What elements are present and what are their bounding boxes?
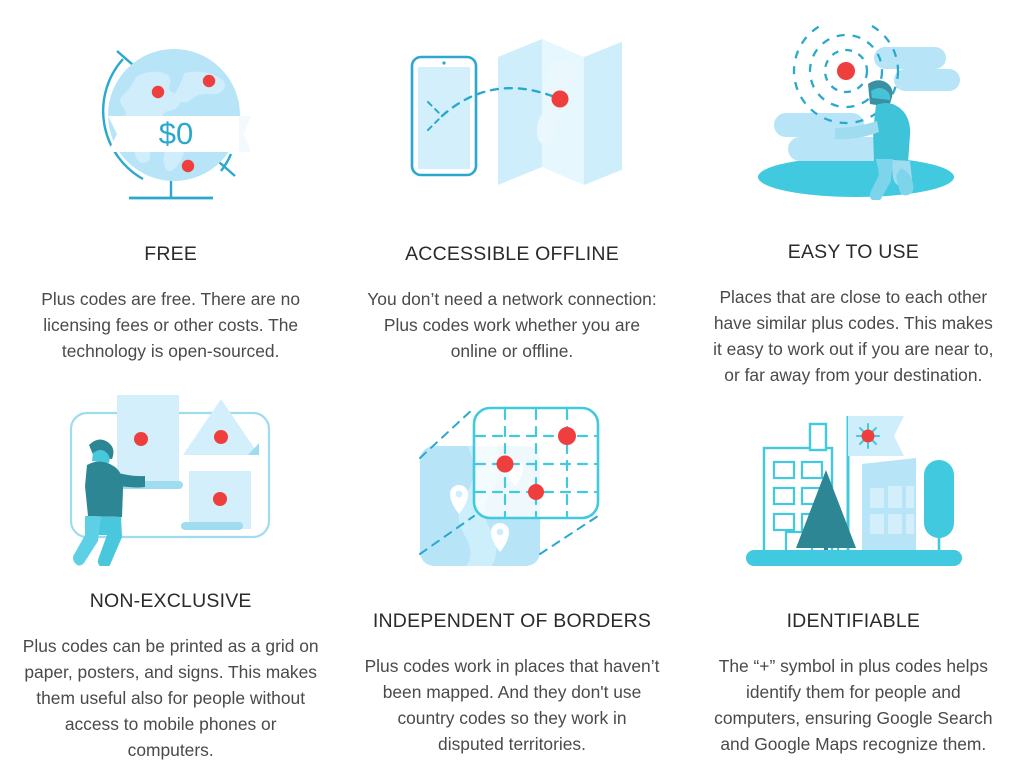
cityscape-flag-icon (705, 389, 1002, 589)
card-body: Plus codes can be printed as a grid on p… (22, 636, 319, 761)
map-dot (496, 455, 514, 472)
card-body: Plus codes are free. There are no licens… (41, 289, 301, 362)
map-grid-overlay-icon (363, 389, 660, 589)
feature-card-accessible-offline: ACCESSIBLE OFFLINE You don’t need a netw… (341, 14, 682, 389)
feature-card-independent-of-borders: INDEPENDENT OF BORDERS Plus codes work i… (341, 389, 682, 764)
globe-dollar-icon: $0 (22, 14, 319, 214)
map-dot (213, 492, 228, 507)
feature-card-identifiable: IDENTIFIABLE The “+” symbol in plus code… (683, 389, 1024, 764)
feature-card-easy-to-use: EASY TO USE Places that are close to eac… (683, 14, 1024, 389)
card-title: FREE (144, 243, 198, 265)
map-dot (181, 159, 194, 173)
map-dot (557, 426, 576, 445)
person-signs-icon (22, 389, 319, 569)
person-target-icon (705, 14, 1002, 212)
map-dot (551, 90, 569, 107)
card-title: IDENTIFIABLE (786, 610, 921, 632)
map-dot (202, 74, 215, 88)
phone-to-map-icon (363, 14, 660, 214)
card-title: ACCESSIBLE OFFLINE (405, 243, 619, 265)
map-dot (151, 85, 164, 99)
map-dot (836, 62, 855, 81)
card-title: EASY TO USE (787, 240, 919, 263)
map-dot (861, 429, 875, 442)
feature-card-non-exclusive: NON-EXCLUSIVE Plus codes can be printed … (0, 389, 341, 764)
map-dot (214, 430, 229, 445)
card-title: NON-EXCLUSIVE (89, 589, 252, 612)
card-title: INDEPENDENT OF BORDERS (372, 610, 652, 632)
map-dot (134, 432, 149, 447)
card-body: Plus codes work in places that haven’t b… (364, 656, 660, 755)
card-body: You don’t need a network connection: Plu… (367, 289, 657, 362)
card-body: The “+” symbol in plus codes helps ident… (714, 656, 993, 755)
feature-card-free: $0 FREE Plus codes are free. There are n… (0, 14, 341, 389)
map-dot (527, 483, 544, 500)
globe-badge-label: $0 (158, 116, 192, 151)
card-body: Places that are close to each other have… (713, 287, 994, 386)
